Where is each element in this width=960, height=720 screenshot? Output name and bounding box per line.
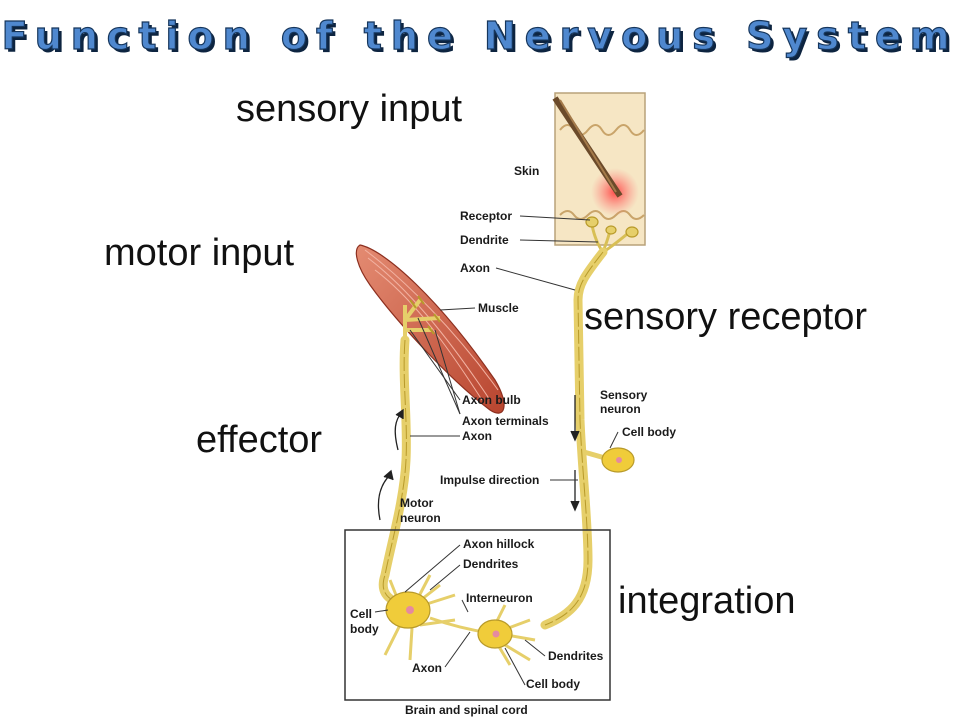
label-axon-bulb: Axon bulb bbox=[462, 393, 521, 407]
impulse-arrows bbox=[377, 395, 580, 521]
label-motor-input: motor input bbox=[104, 232, 295, 274]
axon-terminals bbox=[403, 295, 441, 340]
label-sensory-input: sensory input bbox=[236, 88, 463, 130]
label-receptor: Receptor bbox=[460, 209, 512, 223]
label-axon-hillock: Axon hillock bbox=[463, 537, 535, 551]
label-interneuron: Interneuron bbox=[466, 591, 533, 605]
label-cell-body-inter: Cell body bbox=[526, 677, 580, 691]
motor-cell-body bbox=[383, 574, 456, 661]
label-axon-inter: Axon bbox=[412, 661, 442, 675]
slide-title: Function of the Nervous System bbox=[1, 13, 959, 58]
label-sensory-receptor: sensory receptor bbox=[584, 296, 868, 338]
label-axon-top: Axon bbox=[460, 261, 490, 275]
label-skin: Skin bbox=[514, 164, 539, 178]
label-sensory-neuron-2: neuron bbox=[600, 402, 641, 416]
skin-block bbox=[552, 92, 646, 246]
label-muscle: Muscle bbox=[478, 301, 519, 315]
label-dendrites-upper: Dendrites bbox=[463, 557, 519, 571]
label-cell-body-left-2: body bbox=[350, 622, 379, 636]
label-dendrites-lower: Dendrites bbox=[548, 649, 604, 663]
label-cell-body-sensory: Cell body bbox=[622, 425, 676, 439]
label-integration: integration bbox=[612, 580, 796, 623]
label-effector: effector bbox=[196, 419, 323, 461]
leader-lines bbox=[374, 215, 619, 686]
label-dendrite: Dendrite bbox=[460, 233, 509, 247]
label-motor-neuron-2: neuron bbox=[400, 511, 441, 525]
interneuron bbox=[429, 604, 536, 666]
label-cell-body-left-1: Cell bbox=[350, 607, 372, 621]
cns-box bbox=[344, 529, 611, 701]
label-brain-spinal: Brain and spinal cord bbox=[405, 703, 528, 717]
label-axon-terminals: Axon terminals bbox=[462, 414, 549, 428]
label-axon-motor: Axon bbox=[462, 429, 492, 443]
label-sensory-neuron-1: Sensory bbox=[600, 388, 648, 402]
label-impulse-direction: Impulse direction bbox=[440, 473, 539, 487]
sensory-cell-body bbox=[583, 447, 635, 473]
label-motor-neuron-1: Motor bbox=[400, 496, 434, 510]
